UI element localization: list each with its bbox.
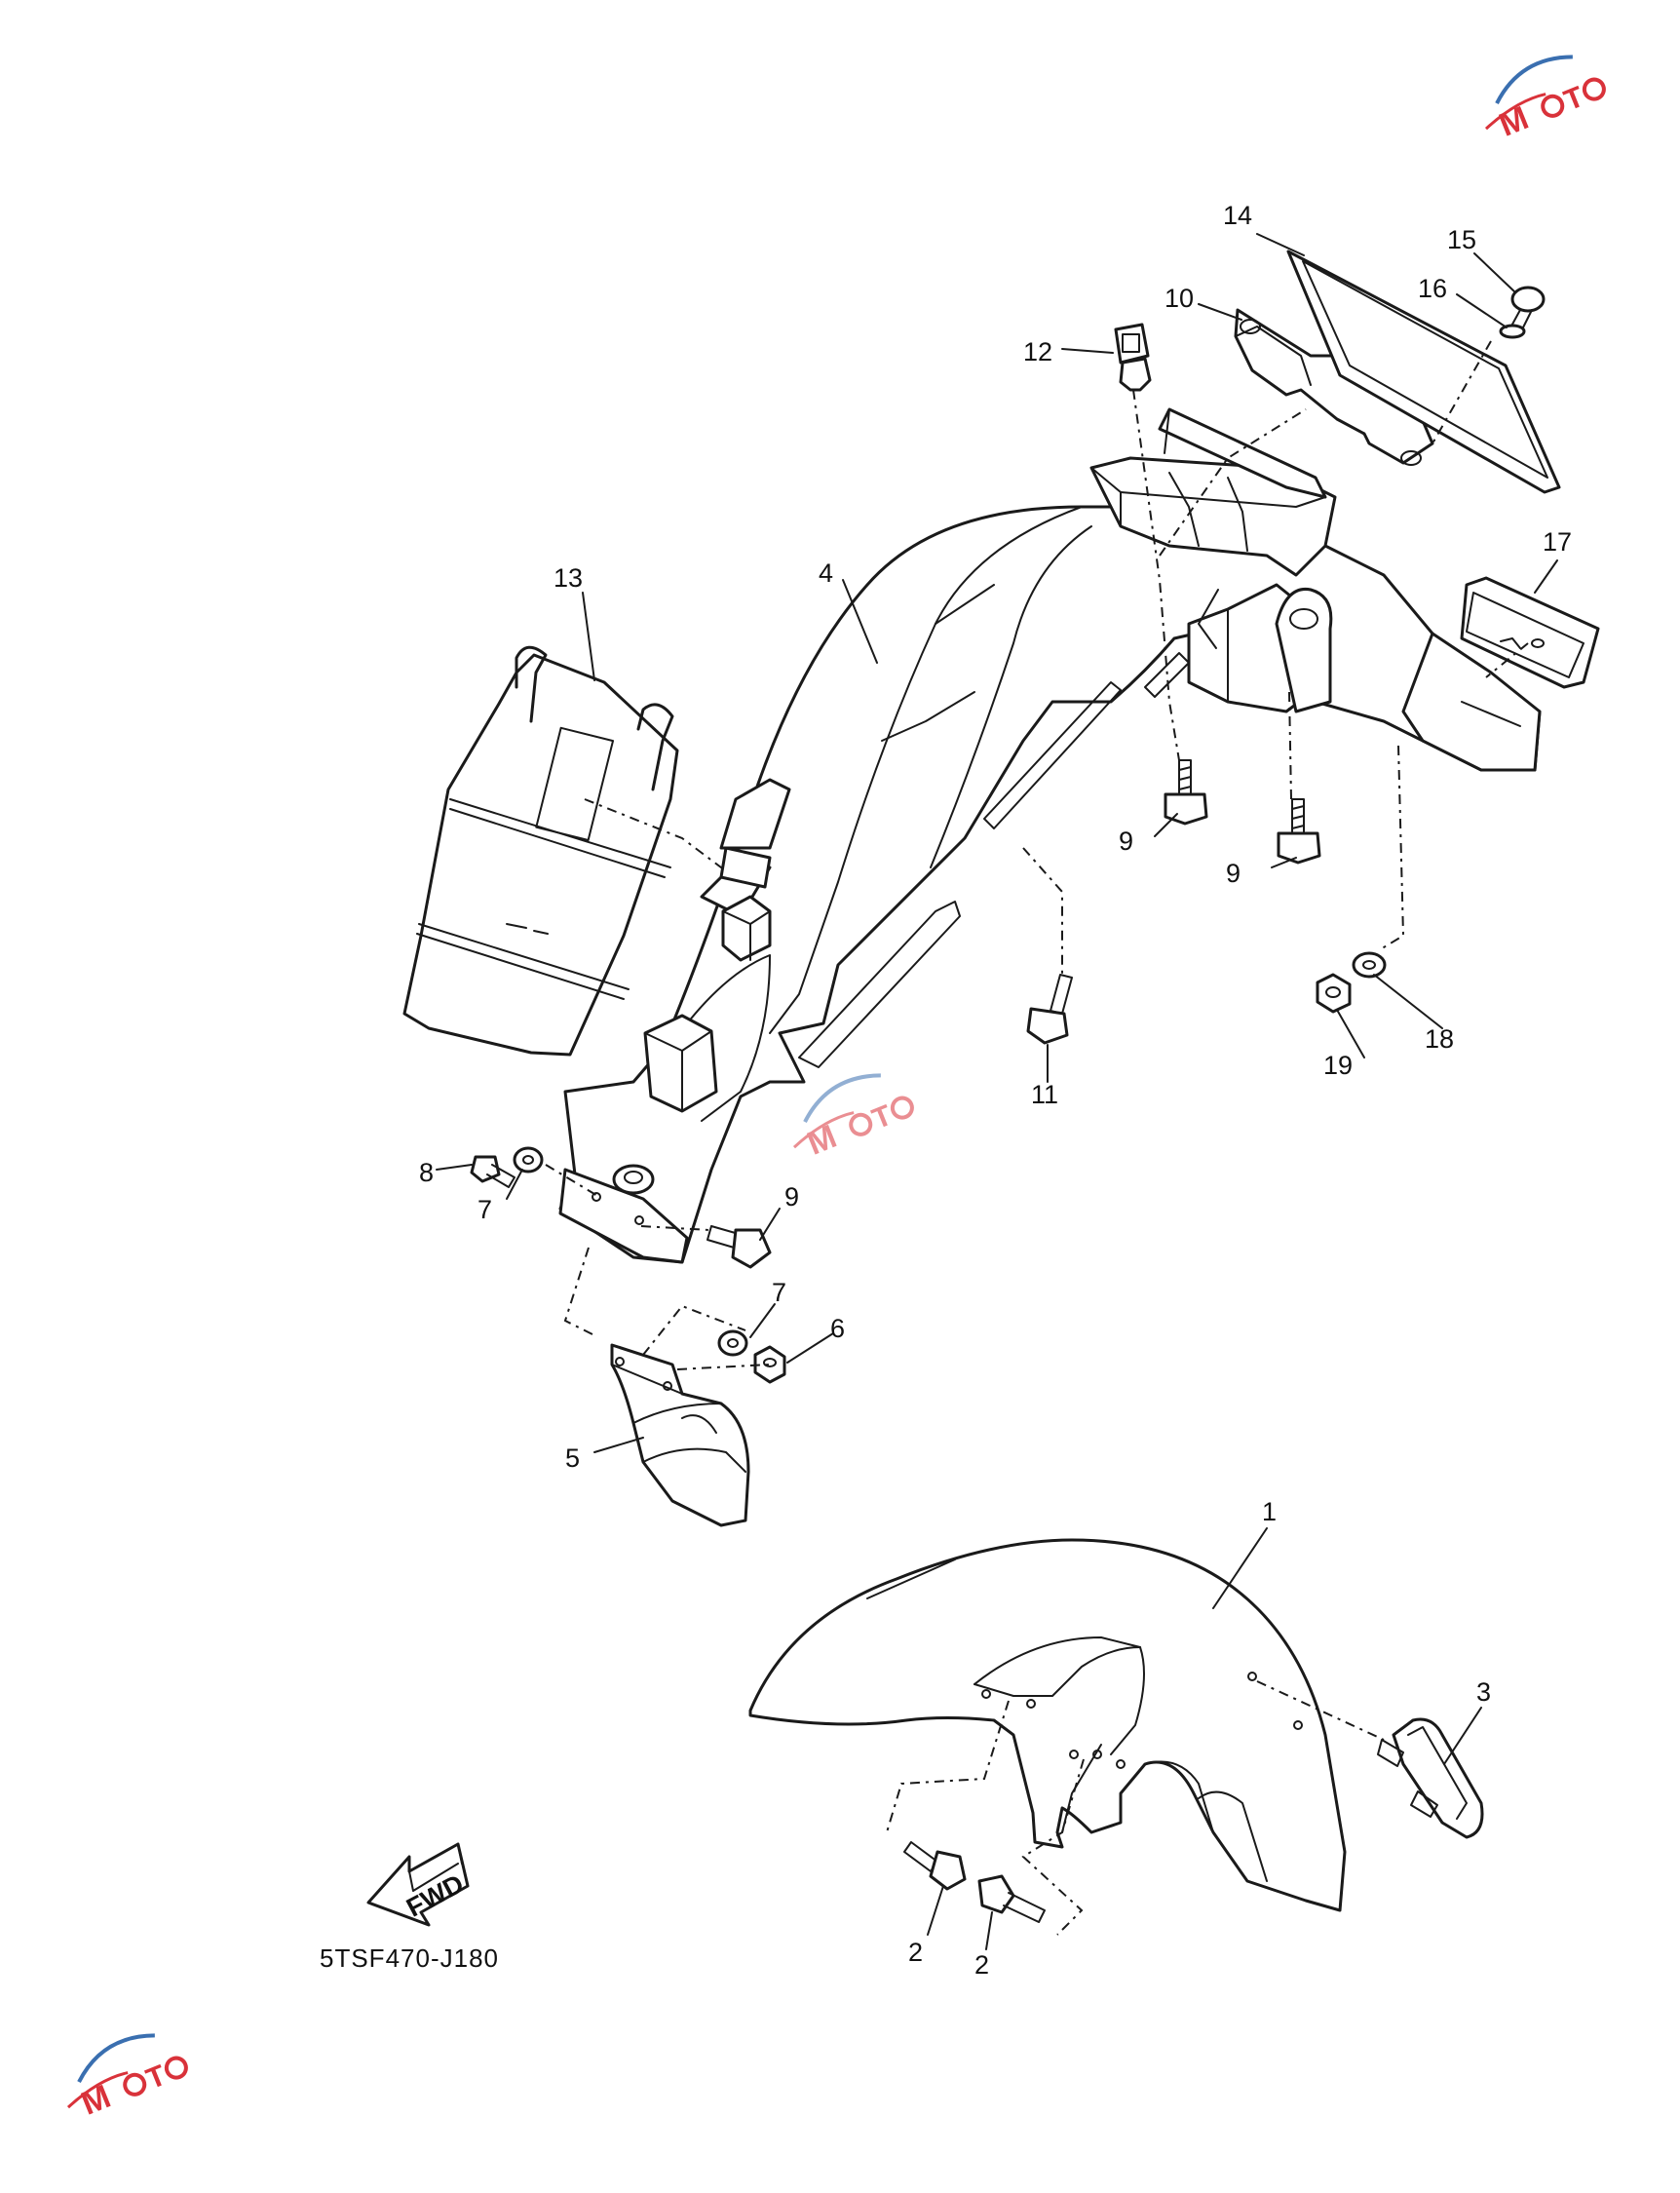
mud-flap-inner-part-13: [402, 645, 742, 1057]
rear-fender-part-4: [558, 407, 1542, 1264]
forward-direction-arrow-icon: FWD: [366, 1842, 470, 1927]
diagram-code: 5TSF470-J180: [320, 1943, 499, 1973]
watermark-logo-top-right: M T: [1484, 55, 1606, 144]
nut-part-6: [753, 1345, 786, 1384]
part-label-14: 14: [1223, 201, 1252, 230]
part-label-3: 3: [1476, 1677, 1491, 1707]
bolt-part-9-b: [1277, 798, 1321, 865]
part-label-11: 11: [1031, 1080, 1058, 1109]
bolt-part-8: [470, 1155, 515, 1188]
washer-part-7-a: [513, 1146, 544, 1173]
part-label-6: 6: [830, 1314, 845, 1343]
washer-part-18: [1352, 951, 1387, 979]
part-label-2-b: 2: [974, 1950, 989, 1980]
part-label-5: 5: [565, 1443, 580, 1473]
part-labels: 1 2 2 3 4 5 6 7 7 8 9 9 9 10 11 12 13 14…: [419, 201, 1572, 1980]
part-label-4: 4: [819, 558, 833, 588]
washer-part-16: [1499, 324, 1526, 339]
part-label-7-a: 7: [477, 1195, 492, 1224]
bolt-part-9-c: [706, 1225, 772, 1269]
part-label-18: 18: [1425, 1024, 1454, 1054]
part-label-13: 13: [554, 563, 583, 593]
bolt-part-9-a: [1164, 759, 1208, 826]
watermark-logo-bottom-left: M T: [66, 2033, 188, 2123]
part-label-19: 19: [1323, 1051, 1353, 1080]
part-label-2-a: 2: [908, 1938, 923, 1967]
washer-part-7-b: [717, 1329, 748, 1357]
assembly-lines: [545, 340, 1529, 1936]
license-plate-frame-part-14: [1286, 250, 1561, 494]
part-label-16: 16: [1418, 274, 1447, 303]
leader-lines: [436, 233, 1558, 1950]
svg-text:M: M: [1494, 99, 1534, 144]
mud-guard-part-5: [610, 1343, 750, 1527]
front-fender-part-1: [748, 1538, 1347, 1912]
bolt-part-2-b: [977, 1874, 1046, 1923]
reflector-part-17: [1460, 576, 1600, 689]
part-label-7-b: 7: [772, 1278, 786, 1307]
part-label-8: 8: [419, 1158, 434, 1187]
svg-text:M: M: [76, 2078, 116, 2123]
part-label-12: 12: [1023, 337, 1052, 366]
bolt-part-2-a: [903, 1841, 967, 1891]
part-label-9-c: 9: [784, 1182, 799, 1212]
part-label-17: 17: [1543, 527, 1572, 557]
part-label-1: 1: [1262, 1497, 1277, 1526]
part-label-9-b: 9: [1226, 859, 1241, 888]
part-label-9-a: 9: [1119, 827, 1133, 856]
bolt-part-11: [1026, 974, 1073, 1045]
part-label-10: 10: [1165, 284, 1194, 313]
cable-guide-part-3: [1377, 1717, 1484, 1839]
nut-part-19: [1316, 973, 1352, 1014]
svg-text:M: M: [802, 1118, 842, 1163]
part-label-15: 15: [1447, 225, 1476, 254]
clip-part-12: [1114, 323, 1152, 392]
